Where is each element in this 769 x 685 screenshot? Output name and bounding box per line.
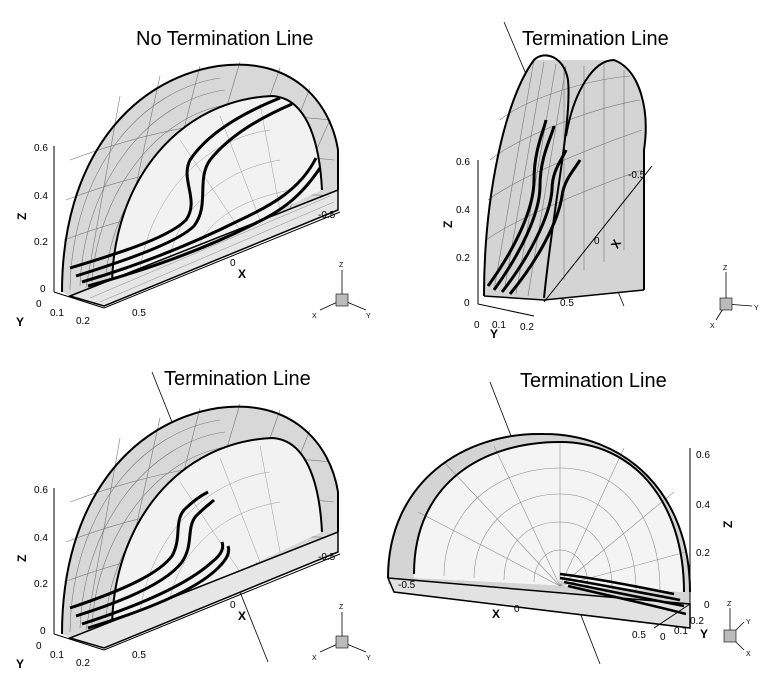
panel-1-orientation-triad: Z X Y [312, 262, 371, 320]
panel-2-dome [483, 54, 647, 301]
panel-1-dome [61, 61, 339, 307]
svg-text:0.5: 0.5 [560, 298, 574, 309]
svg-text:0.1: 0.1 [674, 626, 688, 637]
svg-text:0: 0 [464, 298, 470, 309]
panel-2-y-axis: 0 0.1 0.2 Y [474, 303, 534, 341]
svg-text:X: X [312, 313, 317, 320]
svg-text:0.4: 0.4 [34, 191, 48, 202]
svg-text:Z: Z [441, 221, 455, 228]
svg-text:0.6: 0.6 [34, 485, 48, 496]
svg-text:0.2: 0.2 [76, 658, 90, 669]
panel-2-plot: 0.6 0.4 0.2 0 Z 0 0.1 0.2 Y 0.5 0 -0.5 X… [441, 21, 759, 341]
svg-text:0.6: 0.6 [456, 157, 470, 168]
svg-text:0.4: 0.4 [696, 500, 710, 511]
svg-text:0.4: 0.4 [456, 205, 470, 216]
panel-3-orientation-triad: Z X Y [312, 604, 371, 662]
svg-text:0.5: 0.5 [132, 308, 146, 319]
svg-text:0: 0 [704, 600, 710, 611]
svg-text:0: 0 [474, 320, 480, 331]
svg-text:0: 0 [594, 236, 600, 247]
panel-4-x-axis: -0.5 0 0.5 X [393, 580, 691, 641]
svg-text:Z: Z [339, 604, 344, 611]
svg-text:-0.5: -0.5 [398, 580, 416, 591]
svg-text:-0.5: -0.5 [318, 210, 336, 221]
svg-text:0.6: 0.6 [34, 143, 48, 154]
svg-text:0: 0 [230, 600, 236, 611]
svg-text:0.1: 0.1 [50, 650, 64, 661]
panel-4-z-axis: 0.6 0.4 0.2 0 Z [689, 448, 735, 611]
svg-text:0.2: 0.2 [76, 316, 90, 327]
panel-4-title: Termination Line [520, 370, 667, 392]
panel-2-title: Termination Line [522, 28, 669, 50]
svg-text:Y: Y [366, 655, 371, 662]
svg-text:0.1: 0.1 [492, 320, 506, 331]
svg-text:0.2: 0.2 [520, 322, 534, 333]
svg-text:0.5: 0.5 [632, 630, 646, 641]
svg-text:Y: Y [490, 327, 498, 341]
svg-text:0.2: 0.2 [34, 237, 48, 248]
panel-3-x-axis: 0.5 0 -0.5 X [103, 552, 341, 661]
svg-text:X: X [238, 609, 246, 623]
svg-text:0: 0 [660, 632, 666, 643]
svg-text:0.5: 0.5 [132, 650, 146, 661]
svg-text:0: 0 [40, 284, 46, 295]
svg-text:0.2: 0.2 [34, 579, 48, 590]
svg-text:Z: Z [723, 265, 728, 272]
svg-text:0.6: 0.6 [696, 450, 710, 461]
svg-text:Z: Z [721, 521, 735, 528]
svg-text:0.1: 0.1 [50, 308, 64, 319]
panel-2-orientation-triad: Z X Y [710, 265, 759, 330]
svg-text:Z: Z [339, 262, 344, 269]
svg-text:-0.5: -0.5 [318, 552, 336, 563]
svg-text:Y: Y [700, 627, 708, 641]
svg-text:0: 0 [36, 299, 42, 310]
panel-3-z-axis: 0.6 0.4 0.2 0 Z [15, 485, 55, 637]
svg-text:0.2: 0.2 [696, 548, 710, 559]
panel-1-x-axis: 0.5 0 -0.5 X [103, 210, 341, 319]
panel-1-y-axis: 0 0.1 0.2 Y [16, 291, 105, 329]
svg-text:0: 0 [514, 604, 520, 615]
svg-text:0.4: 0.4 [34, 533, 48, 544]
svg-text:Y: Y [16, 657, 24, 671]
panel-3-title: Termination Line [164, 368, 311, 390]
svg-text:Y: Y [16, 315, 24, 329]
panel-3-y-axis: 0 0.1 0.2 Y [16, 633, 105, 671]
panel-3-dome [61, 403, 339, 649]
panel-4-orientation-triad: Z X Y [723, 601, 751, 658]
svg-text:Z: Z [15, 213, 29, 220]
svg-text:0.2: 0.2 [690, 616, 704, 627]
svg-text:X: X [312, 655, 317, 662]
svg-text:Y: Y [746, 619, 751, 626]
panel-3-plot: 0.6 0.4 0.2 0 Z 0 0.1 0.2 Y 0.5 0 -0.5 X… [15, 371, 371, 671]
panel-4-plot: 0.6 0.4 0.2 0 Z 0 0.1 0.2 Y -0.5 0 0.5 X… [386, 381, 751, 665]
svg-text:X: X [492, 607, 500, 621]
panel-2-z-axis: 0.6 0.4 0.2 0 Z [441, 157, 479, 309]
svg-text:0: 0 [230, 258, 236, 269]
panel-1-title: No Termination Line [136, 28, 314, 50]
svg-text:X: X [710, 323, 715, 330]
svg-text:Z: Z [727, 601, 732, 608]
svg-text:0: 0 [40, 626, 46, 637]
svg-text:X: X [238, 267, 246, 281]
panel-4-dome [386, 432, 691, 629]
svg-text:-0.5: -0.5 [628, 170, 646, 181]
panel-1-z-axis: 0.6 0.4 0.2 0 Z [15, 143, 55, 295]
panel-1-plot: 0.6 0.4 0.2 0 Z 0 0.1 0.2 Y 0.5 0 -0.5 X… [15, 61, 371, 329]
svg-text:Y: Y [366, 313, 371, 320]
svg-text:Z: Z [15, 555, 29, 562]
svg-text:0.2: 0.2 [456, 253, 470, 264]
svg-text:0: 0 [36, 641, 42, 652]
svg-text:Y: Y [754, 305, 759, 312]
svg-text:X: X [746, 651, 751, 658]
